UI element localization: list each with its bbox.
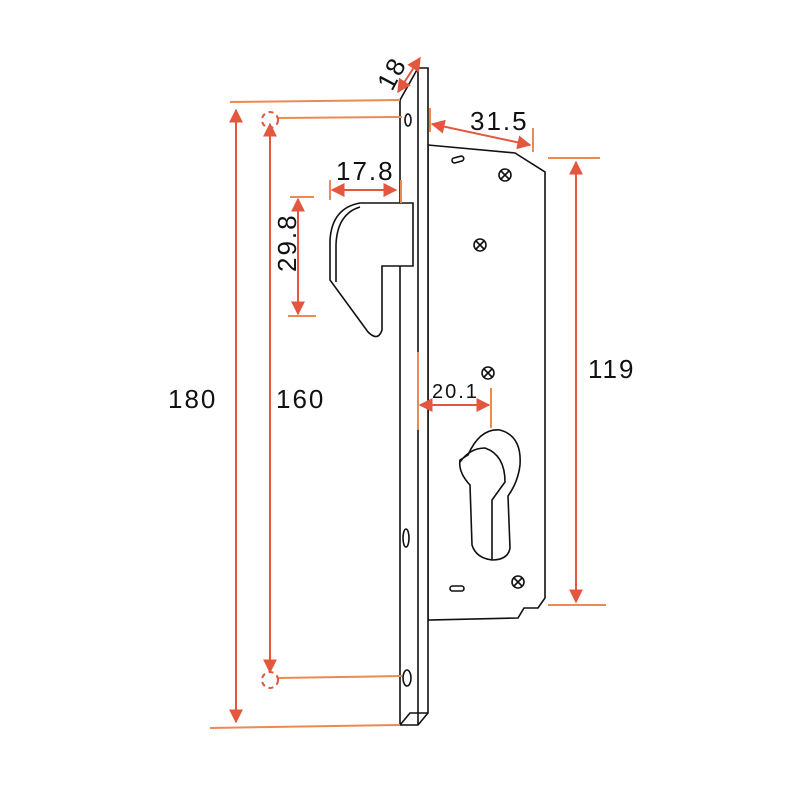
dimension-backset: 20.1 (417, 352, 492, 430)
cylinder-hole (458, 429, 521, 561)
label-latch-projection: 17.8 (336, 156, 395, 186)
label-screw-spacing: 160 (276, 384, 325, 414)
dimension-case-depth: 31.5 (429, 106, 534, 152)
label-backset: 20.1 (432, 381, 479, 403)
label-total-height: 180 (168, 384, 217, 414)
lock-case (427, 144, 546, 621)
dimension-latch-projection: 17.8 (329, 156, 402, 203)
case-slot-bottom (449, 585, 465, 592)
latch-bolt (329, 202, 414, 338)
dimension-case-height: 119 (548, 157, 635, 606)
dimension-screw-spacing: 160 (261, 111, 403, 689)
faceplate-hole-bottom (402, 669, 412, 687)
label-latch-height: 29.8 (272, 213, 302, 272)
faceplate (399, 67, 429, 726)
dimension-total-height: 180 (168, 99, 401, 729)
label-case-height: 119 (588, 354, 635, 384)
faceplate-hole-mid (402, 528, 410, 548)
case-slot-top (451, 155, 465, 164)
label-case-depth: 31.5 (470, 106, 529, 136)
screw-icon (473, 168, 525, 589)
faceplate-hole-top (404, 113, 412, 127)
dimension-latch-height: 29.8 (272, 196, 316, 317)
